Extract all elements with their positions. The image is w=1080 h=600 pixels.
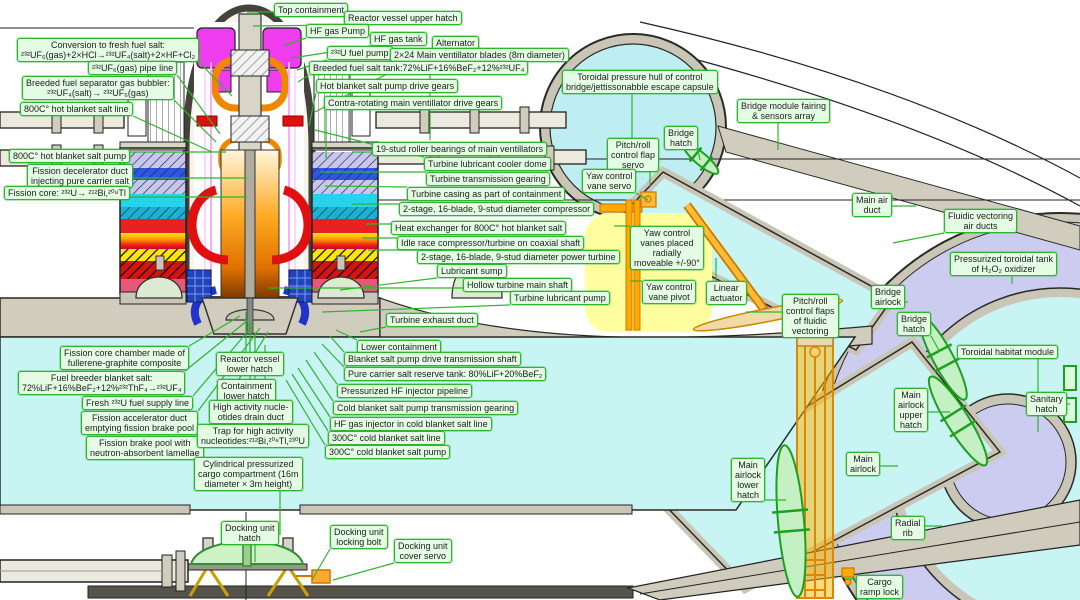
label-fresh-fuel-line: Fresh ²³²U fuel supply line (82, 396, 193, 410)
label-lubricant-cooler-dome: Turbine lubricant cooler dome (424, 157, 551, 171)
label-cargo-ramp-lock: Cargo ramp lock (856, 575, 903, 599)
label-breeder-blanket-salt: Fuel breeder blanket salt: 72%LiF+16%BeF… (18, 371, 185, 395)
label-breeded-fuel-tank: Breeded fuel salt tank:72%LiF+16%BeF₂+12… (309, 61, 528, 75)
label-pitch-flap-servo: Pitch/roll control flap servo (607, 138, 659, 172)
label-contra-gears: Contra-rotating main ventillator drive g… (324, 96, 502, 110)
label-h2o2-tank: Pressurized toroidal tank of H₂O₂ oxidiz… (950, 252, 1057, 276)
label-main-air-duct: Main air duct (852, 193, 892, 217)
label-decelerator-duct: Fission decelerator duct injecting pure … (27, 164, 133, 188)
label-hot-pump-800: 800C° hot blanket salt pump (9, 149, 130, 163)
label-gas-bubbler: Breeded fuel separator gas bubbler: ²³²U… (22, 76, 174, 100)
label-hot-pump-gears: Hot blanket salt pump drive gears (316, 79, 458, 93)
label-nucleotide-drain-duct: High activity nucle- otides drain duct (209, 400, 293, 424)
label-top-containment: Top containment (274, 3, 348, 17)
label-airlock-lower-hatch: Main airlock lower hatch (731, 458, 765, 502)
label-pitch-flaps: Pitch/roll control flaps of fluidic vect… (782, 294, 839, 338)
label-hf-gas-injector: HF gas injector in cold blanket salt lin… (330, 417, 492, 431)
label-exhaust-duct: Turbine exhaust duct (386, 313, 478, 327)
label-vent-blades: 2×24 Main ventillator blades (8m diamete… (390, 48, 569, 62)
label-airlock-upper-hatch: Main airlock upper hatch (894, 388, 928, 432)
label-lubricant-pump: Turbine lubricant pump (510, 291, 610, 305)
label-lubricant-sump: Lubricant sump (437, 264, 507, 278)
label-hf-injector-pipeline: Pressurized HF injector pipeline (337, 384, 472, 398)
label-docking-hatch: Docking unit hatch (221, 521, 279, 545)
label-hf-gas-tank: HF gas tank (370, 32, 427, 46)
label-yaw-vanes: Yaw control vanes placed radially moveab… (630, 226, 704, 270)
label-docking-servo: Docking unit cover servo (394, 539, 452, 563)
label-hollow-shaft: Hollow turbine main shaft (463, 278, 572, 292)
label-docking-bolt: Docking unit locking bolt (330, 525, 388, 549)
label-hf-gas-pump: HF gas Pump (306, 24, 369, 38)
label-fission-core: Fission core: ²³²U→ ²¹²Bi,²⁰⁸Tl (4, 186, 130, 200)
label-compressor: 2-stage, 16-blade, 9-stud diameter compr… (399, 202, 594, 216)
label-cold-salt-pump-300: 300C° cold blanket salt pump (325, 445, 450, 459)
label-cold-salt-line-300: 300C° cold blanket salt line (328, 431, 445, 445)
label-core-chamber: Fission core chamber made of fullerene-g… (60, 346, 189, 370)
label-turbine-gearing: Turbine transmission gearing (426, 172, 550, 186)
label-yaw-vane-servo: Yaw control vane servo (582, 169, 636, 193)
label-linear-actuator: Linear actuator (706, 281, 747, 305)
label-bridge-airlock: Bridge airlock (871, 285, 905, 309)
label-sanitary-hatch: Sanitary hatch (1026, 392, 1067, 416)
label-bridge-fairing: Bridge module fairing & sensors array (737, 99, 830, 123)
label-habitat-module: Toroidal habitat module (957, 345, 1058, 359)
label-uf6-gas-pipe-line: ²³²UF₆(gas) pipe line (88, 61, 177, 75)
label-carrier-salt-tank: Pure carrier salt reserve tank: 80%LiF+2… (344, 367, 546, 381)
label-conversion-fresh-fuel: Conversion to fresh fuel salt: ²³²UF₆(ga… (17, 38, 199, 62)
label-bridge-hatch-2: Bridge hatch (897, 312, 931, 336)
label-fluidic-ducts: Fluidic vectoring air ducts (944, 209, 1017, 233)
label-nucleotide-trap: Trap for high activity nucleotides:²¹²Bi… (197, 424, 309, 448)
label-power-turbine: 2-stage, 16-blade, 9-stud diameter power… (417, 250, 620, 264)
label-heat-exchanger: Heat exchanger for 800C° hot blanket sal… (391, 221, 566, 235)
label-bridge-hatch-1: Bridge hatch (664, 126, 698, 150)
label-reactor-upper-hatch: Reactor vessel upper hatch (344, 11, 462, 25)
label-vessel-lower-hatch: Reactor vessel lower hatch (216, 352, 284, 376)
label-toroidal-hull-bridge: Toroidal pressure hull of control bridge… (562, 70, 718, 94)
label-main-airlock: Main airlock (846, 452, 880, 476)
label-cold-pump-gearing: Cold blanket salt pump transmission gear… (333, 401, 518, 415)
label-radial-rib: Radial rib (891, 516, 925, 540)
label-turbine-casing: Turbine casing as part of containment (407, 187, 565, 201)
label-yaw-vane-pivot: Yaw control vane pivot (642, 280, 696, 304)
label-u232-fuel-pump: ²³²U fuel pump (327, 46, 393, 60)
label-accelerator-duct: Fission accelerator duct emptying fissio… (81, 411, 198, 435)
label-idle-race: Idle race compressor/turbine on coaxial … (397, 236, 584, 250)
label-cargo-compartment: Cylindrical pressurized cargo compartmen… (194, 457, 303, 491)
label-hot-salt-line-800: 800C° hot blanket salt line (20, 102, 133, 116)
label-blanket-pump-shaft: Blanket salt pump drive transmission sha… (344, 352, 521, 366)
label-stud-bearings: 19-stud roller bearings of main ventilla… (372, 142, 547, 156)
label-brake-pool: Fission brake pool with neutron-absorben… (86, 436, 204, 460)
